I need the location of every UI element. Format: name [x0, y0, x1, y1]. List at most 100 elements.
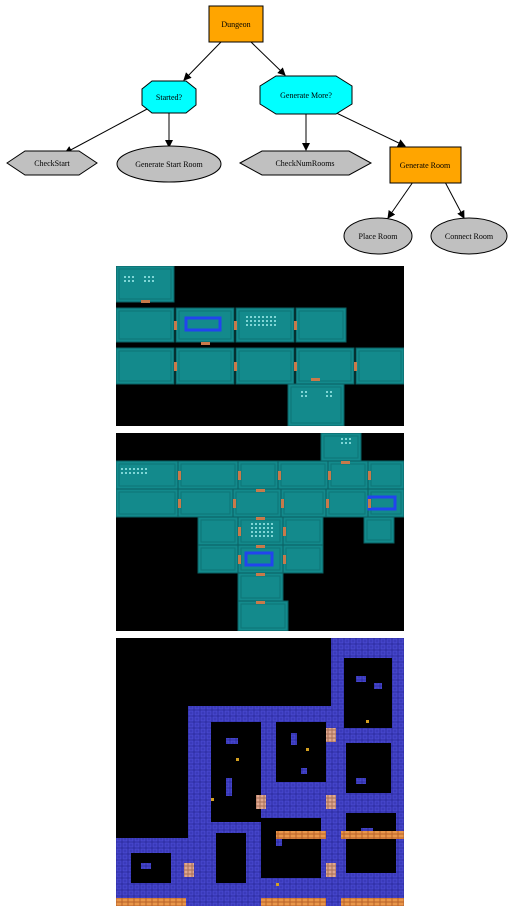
- tree-edges: [65, 42, 464, 218]
- floor-tile: [255, 523, 257, 525]
- brick-block: [291, 733, 297, 745]
- dungeon-map-1: [116, 266, 404, 426]
- item-marker: [306, 748, 309, 751]
- floor-tile: [266, 320, 268, 322]
- door: [234, 321, 237, 330]
- brick-block: [374, 683, 382, 689]
- edge-generate-room-connect-room: [445, 182, 464, 218]
- room: [296, 348, 354, 384]
- floor-tile: [330, 395, 332, 397]
- brick-block: [356, 778, 366, 784]
- node-checkstart: CheckStart: [7, 151, 97, 175]
- floor-tile: [326, 391, 328, 393]
- item-marker: [236, 758, 239, 761]
- room: [296, 308, 346, 342]
- item-marker: [211, 798, 214, 801]
- floor-tile: [305, 391, 307, 393]
- floor-tile: [137, 472, 139, 474]
- floor-tile: [274, 316, 276, 318]
- room: [116, 266, 174, 302]
- room: [283, 545, 323, 573]
- room: [321, 433, 361, 461]
- floor-tile: [301, 391, 303, 393]
- door: [341, 461, 350, 464]
- door: [256, 573, 265, 576]
- floor-tile: [137, 468, 139, 470]
- floor-tile: [152, 280, 154, 282]
- room: [116, 308, 174, 342]
- dungeon-map-2: [116, 433, 404, 631]
- room: [278, 461, 328, 489]
- floor-tile: [121, 468, 123, 470]
- door: [311, 378, 320, 381]
- room: [238, 601, 288, 631]
- open-floor: [344, 658, 392, 728]
- door: [326, 499, 329, 508]
- floor-tile: [132, 276, 134, 278]
- door: [256, 517, 265, 520]
- edge-started-checkstart: [65, 108, 149, 153]
- floor-tile: [148, 280, 150, 282]
- floor-tile: [345, 442, 347, 444]
- door: [278, 471, 281, 480]
- room: [281, 489, 326, 517]
- node-generate-more-label: Generate More?: [280, 91, 332, 100]
- room: [364, 517, 394, 543]
- floor-tile: [262, 316, 264, 318]
- room: [116, 461, 178, 489]
- room: [178, 461, 238, 489]
- orange-platform: [116, 898, 186, 906]
- floor-tile: [141, 472, 143, 474]
- floor-tile: [259, 527, 261, 529]
- pink-door: [326, 863, 336, 877]
- floor-tile: [330, 391, 332, 393]
- door: [368, 471, 371, 480]
- open-floor: [261, 818, 321, 878]
- floor-tile: [267, 535, 269, 537]
- pink-door: [326, 728, 336, 742]
- floor-tile: [305, 395, 307, 397]
- room: [283, 517, 323, 545]
- door: [368, 499, 371, 508]
- map-2-rooms: [116, 433, 404, 631]
- floor-tile: [128, 276, 130, 278]
- floor-tile: [262, 324, 264, 326]
- edge-generate-more-generate-room: [326, 108, 405, 146]
- door: [201, 342, 210, 345]
- open-floor: [216, 833, 246, 883]
- brick-block: [226, 778, 232, 796]
- room: [236, 348, 294, 384]
- behavior-tree-diagram: Dungeon Started? Generate More? CheckSta…: [0, 0, 509, 262]
- floor-tile: [145, 472, 147, 474]
- floor-tile: [345, 438, 347, 440]
- floor-tile: [258, 316, 260, 318]
- node-place-room-label: Place Room: [359, 232, 399, 241]
- room: [233, 489, 281, 517]
- floor-tile: [121, 472, 123, 474]
- brick-block: [226, 738, 238, 744]
- door: [234, 362, 237, 371]
- orange-platform: [341, 898, 404, 906]
- floor-tile: [262, 320, 264, 322]
- floor-tile: [259, 535, 261, 537]
- floor-tile: [266, 324, 268, 326]
- room: [368, 461, 404, 489]
- floor-tile: [271, 523, 273, 525]
- brick-block: [301, 768, 307, 774]
- door: [256, 601, 265, 604]
- floor-tile: [132, 280, 134, 282]
- room: [368, 489, 404, 517]
- room: [198, 517, 238, 545]
- floor-tile: [270, 324, 272, 326]
- floor-tile: [349, 438, 351, 440]
- orange-platform: [261, 898, 326, 906]
- floor-tile: [246, 320, 248, 322]
- floor-tile: [263, 535, 265, 537]
- floor-tile: [246, 316, 248, 318]
- floor-tile: [129, 468, 131, 470]
- floor-tile: [250, 324, 252, 326]
- room: [238, 573, 283, 601]
- door: [174, 321, 177, 330]
- door: [294, 362, 297, 371]
- floor-tile: [263, 523, 265, 525]
